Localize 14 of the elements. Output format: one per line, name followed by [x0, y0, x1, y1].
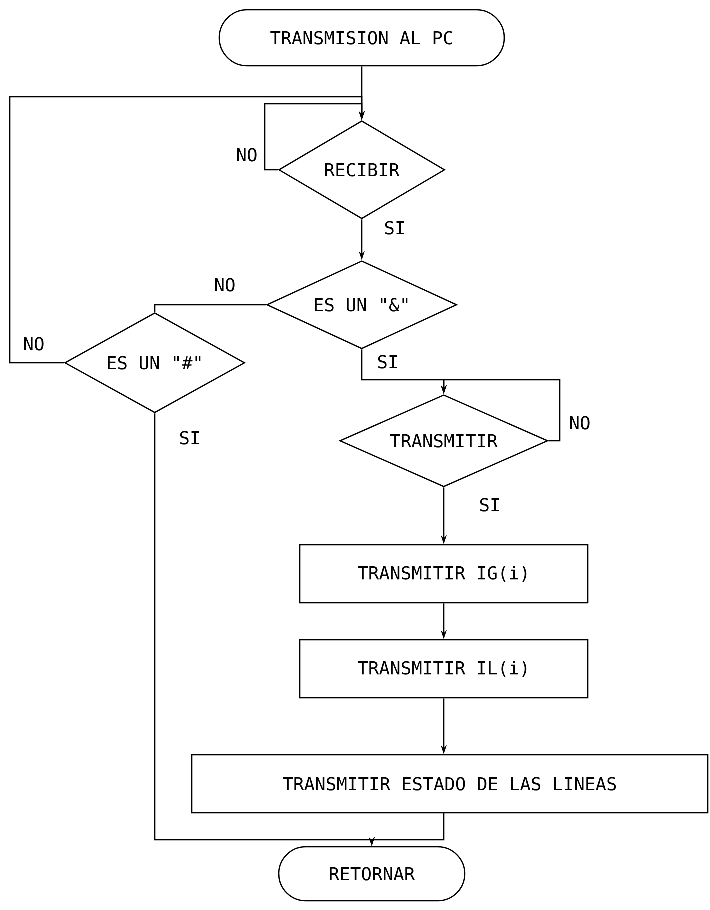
edge-label: SI [478, 497, 502, 513]
edge-label: NO [568, 415, 592, 431]
process-box: TRANSMITIR IG(i) [299, 544, 589, 604]
edge-label: SI [178, 430, 202, 446]
terminal-box: RETORNAR [278, 846, 466, 902]
arrow [9, 96, 366, 364]
edge-label: NO [235, 147, 259, 163]
process-box: TRANSMITIR IL(i) [299, 639, 589, 699]
edge-label: NO [213, 277, 237, 293]
edge-label: SI [376, 354, 400, 370]
edge-label: NO [22, 336, 46, 352]
process-box: TRANSMITIR ESTADO DE LAS LINEAS [191, 754, 709, 814]
edge-label: SI [383, 220, 407, 236]
terminal-box: TRANSMISION AL PC [218, 9, 506, 67]
